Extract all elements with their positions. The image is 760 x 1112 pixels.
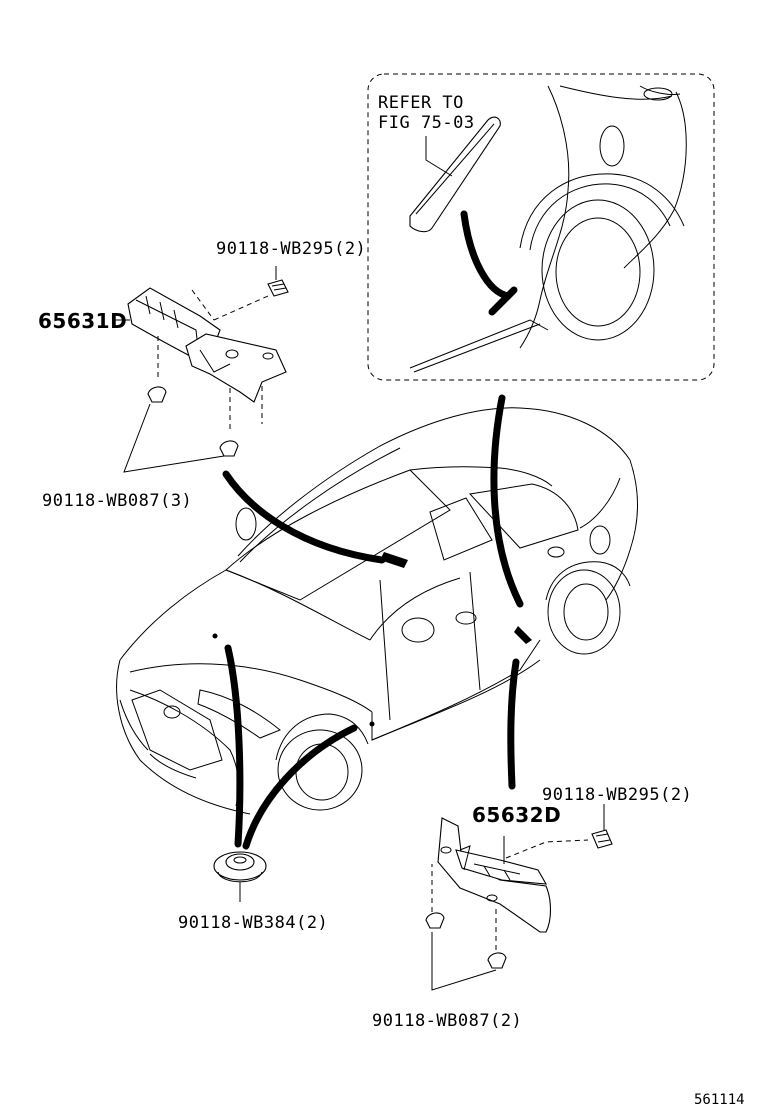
grommet-wb384	[213, 851, 267, 902]
label-clip-wb295-left: 90118-WB295(2)	[216, 239, 366, 259]
label-grommet-wb384: 90118-WB384(2)	[178, 913, 328, 933]
label-bracket-65632d: 65632D	[472, 803, 561, 827]
clips-wb087-left	[123, 386, 239, 473]
label-clip-wb087-left: 90118-WB087(3)	[42, 491, 192, 511]
bracket-65631d	[114, 287, 287, 432]
label-clip-wb087-right: 90118-WB087(2)	[372, 1011, 522, 1031]
figure-number: 561114	[694, 1092, 745, 1108]
clip-wb295-left	[267, 266, 289, 297]
label-clip-wb295-right: 90118-WB295(2)	[542, 785, 692, 805]
clip-wb295-right	[591, 804, 613, 849]
label-bracket-65631d: 65631D	[38, 309, 127, 333]
clips-wb087-right	[425, 912, 507, 991]
refer-label-line1: REFER TO	[378, 93, 464, 113]
inset-detail: REFER TO FIG 75-03	[367, 73, 715, 381]
locator-arrows	[222, 394, 524, 850]
car-body	[116, 407, 638, 815]
bracket-65632d	[431, 817, 589, 950]
refer-label-line2: FIG 75-03	[378, 113, 475, 133]
